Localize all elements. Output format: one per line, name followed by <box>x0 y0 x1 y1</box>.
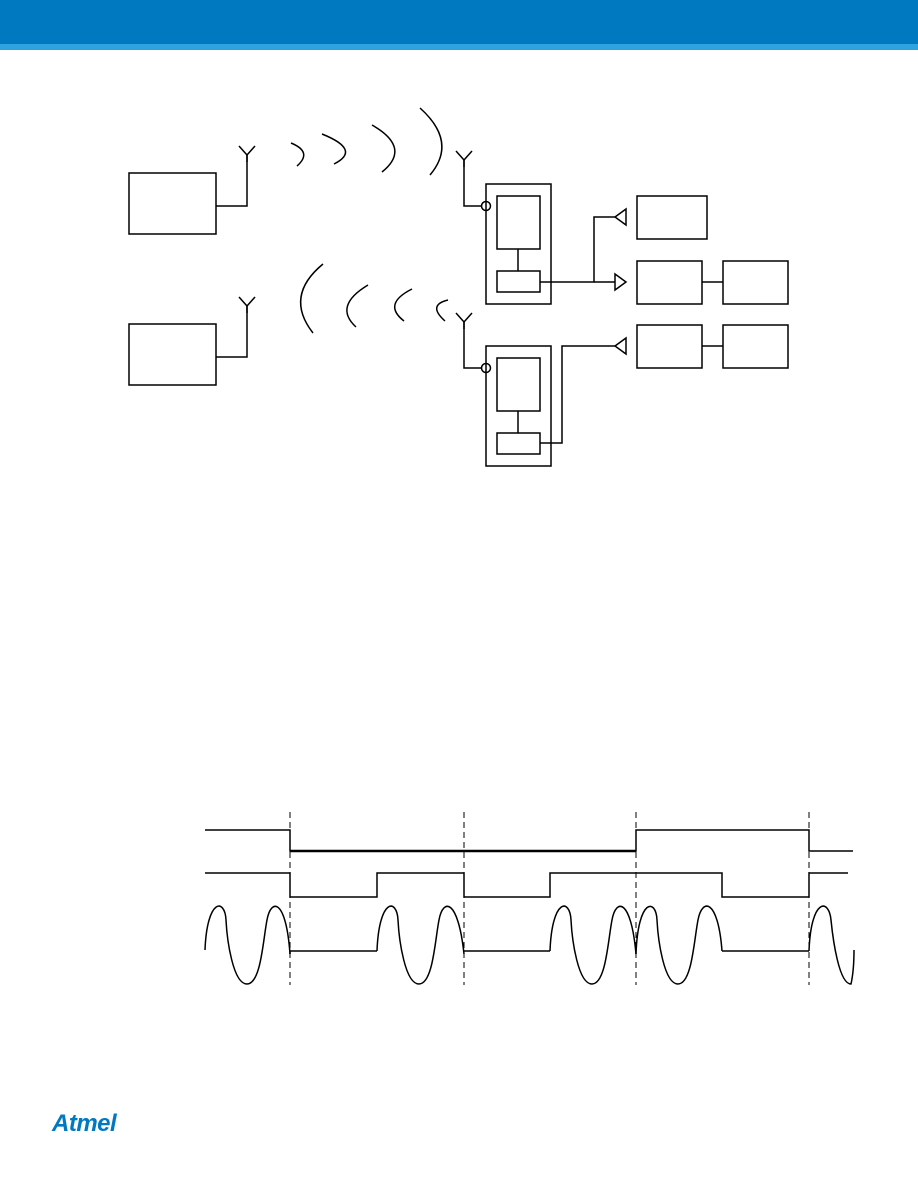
bit-boundary-lines <box>289 812 810 985</box>
transmitter-1-feed-line <box>216 155 248 207</box>
receiver-1-decoder-block <box>496 270 541 293</box>
rf-system-block-diagram <box>128 107 789 467</box>
atmel-logo-text: Atmel <box>52 1110 117 1137</box>
transmitter-2-antenna-icon <box>238 296 256 313</box>
transmitter-1-box <box>128 172 217 235</box>
load-device-3-box <box>722 324 789 369</box>
output-2-arrow-icon <box>614 272 628 292</box>
output-3-arrow-icon <box>613 336 627 356</box>
radio-waves-2 <box>299 263 449 334</box>
atmel-logo: Atmel <box>52 1110 117 1138</box>
transmitter-2-feed-line <box>216 306 248 358</box>
receiver-1-output-bus <box>540 216 615 283</box>
receiver-1-antenna-line <box>463 160 482 207</box>
receiver-2-output-bus <box>540 345 615 444</box>
load-device-2-box <box>722 260 789 305</box>
receiver-2-enclosure <box>485 345 552 467</box>
receiver-1-rf-block <box>496 195 541 250</box>
modulated-carrier-waveform <box>204 905 855 985</box>
encoded-waveform <box>205 872 848 898</box>
transmitter-2-box <box>128 323 217 386</box>
output-device-3-box <box>636 324 703 369</box>
transmitter-1-antenna-icon <box>238 145 256 162</box>
output-1-arrow-icon <box>613 207 627 227</box>
header-bar <box>0 0 918 44</box>
header-bar-accent <box>0 44 918 50</box>
data-waveform <box>205 829 853 852</box>
receiver-1-enclosure <box>485 183 552 305</box>
output-device-1-box <box>636 195 708 240</box>
output-device-2-box <box>636 260 703 305</box>
receiver-2-antenna-line <box>463 322 482 369</box>
receiver-2-rf-block <box>496 357 541 412</box>
radio-waves-1 <box>290 107 443 176</box>
receiver-2-decoder-block <box>496 432 541 455</box>
